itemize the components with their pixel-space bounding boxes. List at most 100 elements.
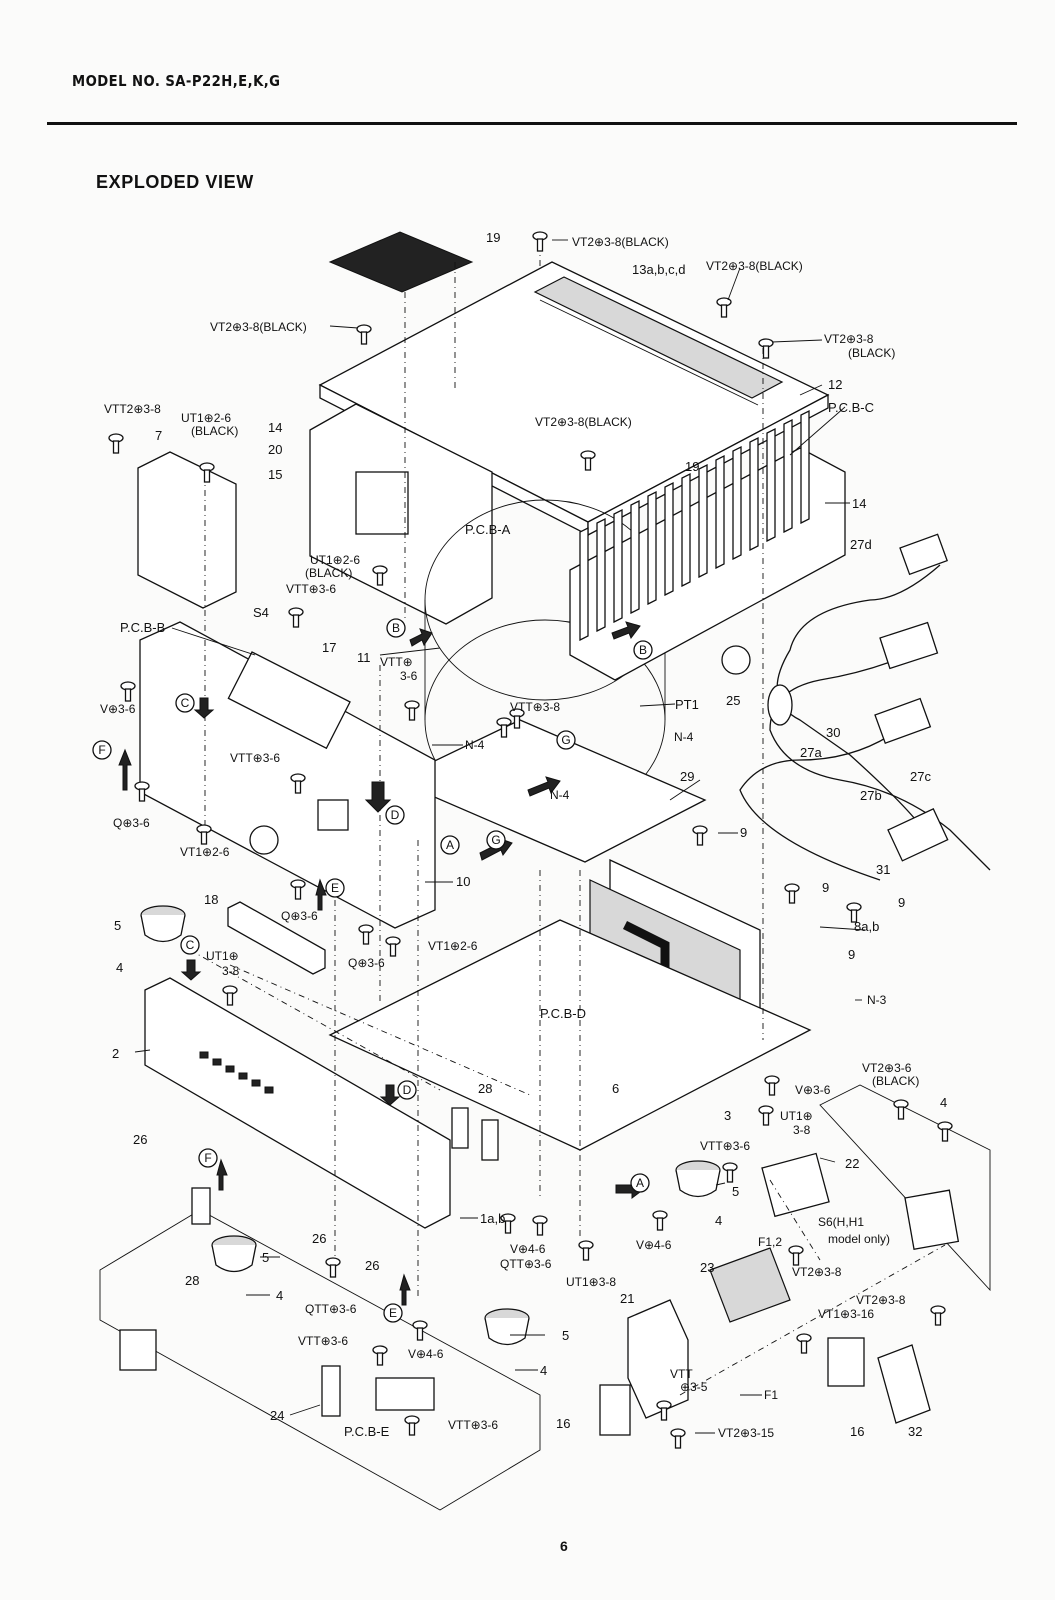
knob-hole bbox=[317, 799, 349, 831]
label-vt315: VT2⊕3-15 bbox=[718, 1426, 774, 1440]
screw bbox=[784, 883, 800, 904]
label-s6b: model only) bbox=[828, 1232, 890, 1246]
label-screw-right-1b: (BLACK) bbox=[848, 346, 895, 360]
screw bbox=[412, 1320, 428, 1341]
heatsink-fin bbox=[749, 436, 759, 552]
screw bbox=[788, 1245, 804, 1266]
label-ut38d: 3-8 bbox=[793, 1123, 811, 1137]
screw bbox=[496, 717, 512, 738]
label-23: 23 bbox=[700, 1260, 714, 1275]
label-vtt35b: ⊕3-5 bbox=[680, 1380, 708, 1394]
screw bbox=[404, 1415, 420, 1436]
label-13: 13a,b,c,d bbox=[632, 262, 686, 277]
label-screw-top-right: VT2⊕3-8(BLACK) bbox=[706, 259, 803, 273]
foot-5d bbox=[675, 1160, 721, 1198]
cabinet-base bbox=[99, 1209, 541, 1511]
label-f12: F1,2 bbox=[758, 1235, 782, 1249]
label-8: 8a,b bbox=[854, 919, 879, 934]
insulator-23 bbox=[709, 1247, 791, 1323]
foot-5b bbox=[211, 1235, 257, 1273]
label-vt238b: VT2⊕3-8 bbox=[856, 1293, 906, 1307]
heatsink-fin bbox=[596, 517, 606, 633]
label-qtt36: QTT⊕3-6 bbox=[500, 1257, 552, 1271]
label-vt26: VT1⊕2-6 bbox=[180, 845, 230, 859]
front-button bbox=[225, 1065, 235, 1073]
label-q36: Q⊕3-6 bbox=[113, 816, 150, 830]
model-number: MODEL NO. SA-P22H,E,K,G bbox=[72, 72, 281, 90]
label-v46: V⊕4-6 bbox=[510, 1242, 546, 1256]
marker-letter: E bbox=[331, 881, 339, 895]
heatsink bbox=[569, 409, 846, 681]
heatsink-fin bbox=[647, 490, 657, 606]
screw bbox=[500, 1213, 516, 1234]
marker-d: D bbox=[397, 1080, 417, 1100]
label-ut38b: 3-8 bbox=[222, 964, 240, 978]
marker-letter: A bbox=[446, 838, 454, 852]
marker-g: G bbox=[556, 730, 576, 750]
screw bbox=[199, 462, 215, 483]
screw bbox=[222, 985, 238, 1006]
marker-letter: A bbox=[636, 1176, 644, 1190]
screw bbox=[532, 231, 548, 252]
label-16b: 16 bbox=[850, 1424, 864, 1439]
heatsink-fin bbox=[630, 499, 640, 615]
label-vt238: VT2⊕3-8 bbox=[792, 1265, 842, 1279]
bushing-25 bbox=[721, 645, 751, 675]
marker-c: C bbox=[175, 693, 195, 713]
label-19b: 19 bbox=[685, 459, 699, 474]
label-22: 22 bbox=[845, 1156, 859, 1171]
label-q36b: Q⊕3-6 bbox=[281, 909, 318, 923]
bracket-21 bbox=[627, 1299, 689, 1419]
label-9d: 9 bbox=[848, 947, 855, 962]
screw bbox=[356, 324, 372, 345]
label-pcb-a: P.C.B-A bbox=[465, 522, 511, 537]
label-28b: 28 bbox=[185, 1273, 199, 1288]
label-ut38: UT1⊕ bbox=[206, 949, 239, 963]
label-ut-mid-b: (BLACK) bbox=[305, 566, 352, 580]
cabinet-slot bbox=[119, 1329, 157, 1371]
marker-f: F bbox=[198, 1148, 218, 1168]
label-5b: 5 bbox=[732, 1184, 739, 1199]
front-panel bbox=[144, 977, 451, 1229]
label-11: 11 bbox=[357, 650, 371, 665]
screw bbox=[358, 924, 374, 945]
label-29: 29 bbox=[680, 769, 694, 784]
label-vt26b: VT1⊕2-6 bbox=[428, 939, 478, 953]
page-number: 6 bbox=[560, 1538, 568, 1554]
screw bbox=[656, 1400, 672, 1421]
label-vtt-b: VTT⊕ bbox=[380, 655, 413, 669]
label-10: 10 bbox=[456, 874, 470, 889]
relay-block bbox=[355, 471, 409, 535]
marker-letter: C bbox=[186, 938, 195, 952]
leader-lines bbox=[134, 239, 866, 1434]
label-ut-mid: UT1⊕2-6 bbox=[310, 553, 360, 567]
section-title: EXPLODED VIEW bbox=[96, 172, 254, 192]
plug-27b bbox=[874, 697, 932, 745]
screw bbox=[893, 1099, 909, 1120]
label-screw-top-left: VT2⊕3-8(BLACK) bbox=[210, 320, 307, 334]
front-panel-buttons bbox=[199, 1051, 274, 1094]
label-n4c: N-4 bbox=[550, 788, 570, 802]
screw bbox=[796, 1333, 812, 1354]
screw bbox=[532, 1215, 548, 1236]
cord-27d bbox=[776, 564, 941, 826]
pcb-32 bbox=[877, 1344, 931, 1424]
label-20: 20 bbox=[268, 442, 282, 457]
screw bbox=[372, 565, 388, 586]
bracket-24 bbox=[321, 1365, 341, 1417]
label-4c: 4 bbox=[715, 1213, 722, 1228]
cord-clip-31 bbox=[887, 808, 949, 862]
label-n3: N-3 bbox=[867, 993, 887, 1007]
led-strip-18 bbox=[227, 901, 326, 975]
rear-panel-edge bbox=[819, 1084, 991, 1292]
clip-28c bbox=[481, 1119, 499, 1161]
screw bbox=[404, 700, 420, 721]
window-line bbox=[539, 299, 759, 406]
screws bbox=[108, 231, 953, 1449]
heatsink-fin bbox=[613, 508, 623, 624]
label-vt236: VT2⊕3-6 bbox=[862, 1061, 912, 1075]
heatsink-fin bbox=[579, 526, 589, 642]
marker-letter: B bbox=[392, 621, 400, 635]
heatsink-fin bbox=[783, 418, 793, 534]
screw bbox=[758, 338, 774, 359]
